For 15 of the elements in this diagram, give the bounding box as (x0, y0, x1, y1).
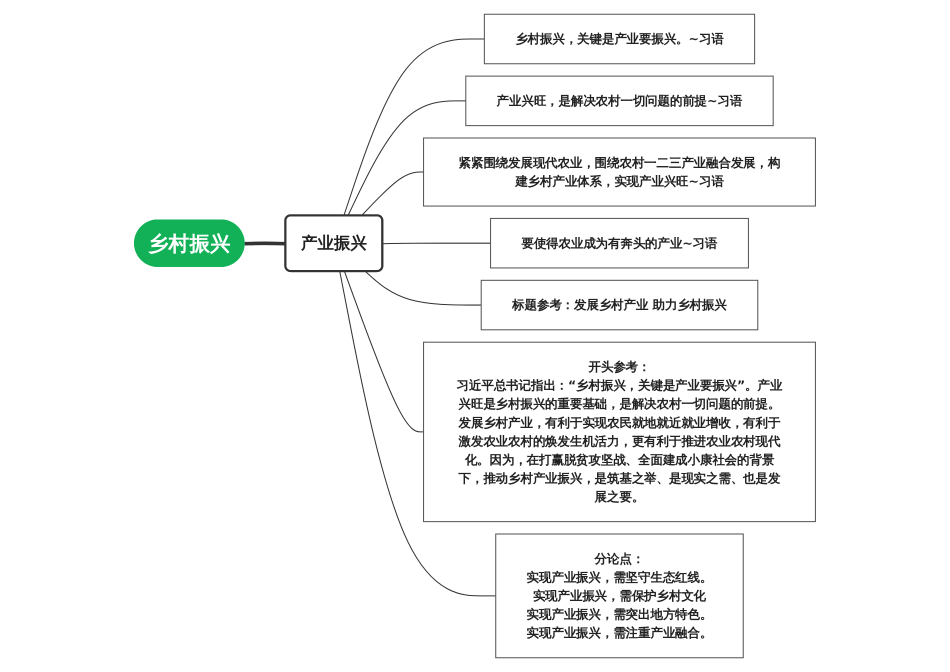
connector (365, 271, 482, 306)
node-box: 要使得农业成为有奔头的产业~习语 (490, 218, 749, 268)
node-box: 分论点： 实现产业振兴，需坚守生态红线。 实现产业振兴，需保护乡村文化 实现产业振兴，需突出地方特色。 实现产业振兴，需注重产业融合。 (495, 533, 744, 658)
connector (343, 38, 484, 216)
connector (382, 242, 491, 244)
node-box: 紧紧围绕发展现代农业，围绕农村一二三产业融合发展，构建乡村产业体系，实现产业兴旺~习语 (423, 137, 816, 207)
node-box: 标题参考：发展乡村产业 助力乡村振兴 (480, 280, 758, 330)
node-box: 产业兴旺，是解决农村一切问题的前提~习语 (465, 76, 774, 126)
connector (361, 172, 424, 216)
connector (244, 242, 286, 246)
connector (344, 271, 424, 432)
node-box: 乡村振兴，关键是产业要振兴。~习语 (484, 14, 756, 64)
connector (347, 100, 466, 216)
node-box: 开头参考： 习近平总书记指出：“乡村振兴，关键是产业要振兴”。产业兴旺是乡村振兴的重要基础，是解决农村一切问题的前提。发展乡村产业，有利于实现农民就地就近就业增收，有利于激发农业农村的焕发生机活力，更有利于推进农业农村现代化。因为，在打赢脱贫攻坚战、全面建成小康社会的背景下，推动乡村产业振兴，是筑基之举、是现实之需、也是发展之要。 (423, 342, 816, 522)
connector (339, 271, 496, 596)
